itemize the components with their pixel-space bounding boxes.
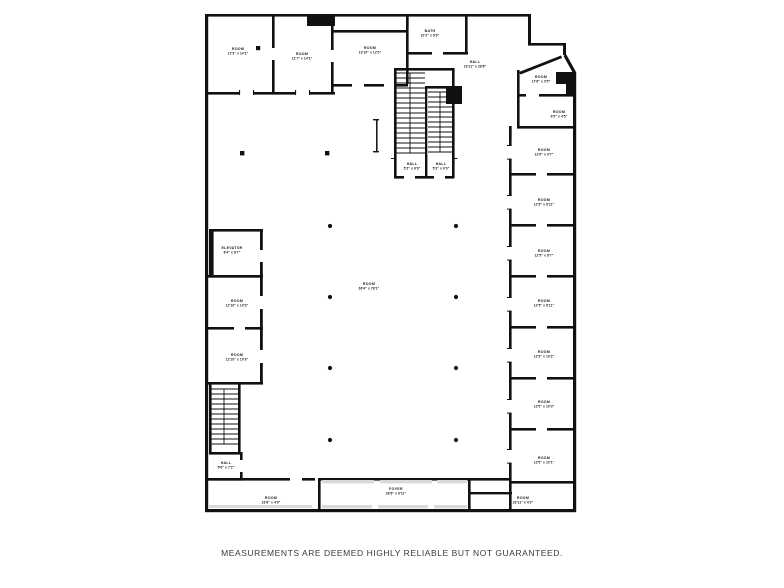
- structural-columns: [240, 151, 459, 443]
- room-label-dimensions: 12'5" x 8'11": [534, 203, 555, 207]
- room-label-dimensions: 12'5" x 10'2": [534, 355, 555, 359]
- room-label-dimensions: 23'11" x 28'8": [464, 65, 487, 69]
- room-label-dimensions: 13'10" x 12'0": [359, 51, 382, 55]
- room-label-dimensions: 10'2" x 8'6": [421, 34, 440, 38]
- room-label-dimensions: 28'6" x 6'11": [386, 492, 407, 496]
- room-label-name: FOYER: [389, 487, 403, 491]
- room-label-name: ROOM: [363, 282, 375, 286]
- room-label-name: ROOM: [538, 400, 550, 404]
- room-label-name: ROOM: [231, 353, 243, 357]
- room-label-name: ROOM: [296, 52, 308, 56]
- room-label-dimensions: 23'8" x 4'9": [262, 501, 281, 505]
- room-label-dimensions: 12'3" x 14'1": [228, 52, 249, 56]
- elevator-and-left-rooms: [205, 229, 264, 481]
- room-label-dimensions: 5'2" x 6'9": [404, 167, 421, 171]
- room-label-name: ROOM: [517, 496, 529, 500]
- room-label-dimensions: 12'10" x 10'3": [226, 304, 249, 308]
- room-label-name: ELEVATOR: [222, 246, 243, 250]
- room-label-name: ROOM: [538, 456, 550, 460]
- room-label-name: ROOM: [364, 46, 376, 50]
- room-label-dimensions: 8'4" x 8'7": [224, 251, 241, 255]
- top-room3-walls: [333, 16, 409, 88]
- building-outline: [205, 14, 577, 513]
- room-label-name: BATH: [425, 29, 436, 33]
- room-label-dimensions: 12'5" x 10'1": [534, 461, 555, 465]
- room-label-name: ROOM: [232, 47, 244, 51]
- room-label-name: HALL: [407, 162, 418, 166]
- room-label-name: ROOM: [538, 249, 550, 253]
- room-label-dimensions: 6'5" x 4'5": [551, 115, 568, 119]
- room-label-dimensions: 12'5" x 8'7": [535, 254, 554, 258]
- partition-rail: [373, 119, 379, 153]
- disclaimer-caption: MEASUREMENTS ARE DEEMED HIGHLY RELIABLE …: [221, 548, 563, 558]
- room-label-name: ROOM: [265, 496, 277, 500]
- room-label-name: ROOM: [538, 148, 550, 152]
- room-label-name: ROOM: [553, 110, 565, 114]
- angled-corner-room: [517, 55, 576, 98]
- room-label-name: HALL: [470, 60, 481, 64]
- room-label-dimensions: 66'4" x 78'1": [359, 287, 380, 291]
- room-label-name: ROOM: [538, 198, 550, 202]
- room-label-dimensions: 12'5" x 10'3": [534, 405, 555, 409]
- room-label-name: ROOM: [231, 299, 243, 303]
- stairwell-group: [391, 68, 462, 180]
- room-label-name: ROOM: [535, 75, 547, 79]
- room-label-dimensions: 11'7" x 14'1": [292, 57, 313, 61]
- room-label-dimensions: 12'5" x 8'11": [534, 304, 555, 308]
- room-label-name: ROOM: [538, 299, 550, 303]
- room-label-dimensions: 5'6" x 7'2": [218, 466, 235, 470]
- room-label-dimensions: 12'6" x 9'7": [535, 153, 554, 157]
- room-label-name: HALL: [221, 461, 232, 465]
- room-label-dimensions: 5'3" x 6'9": [433, 167, 450, 171]
- room-label-dimensions: 17'8" x 9'5": [532, 80, 551, 84]
- room-label-dimensions: 23'11" x 4'2": [513, 501, 534, 505]
- room-label-dimensions: 12'10" x 10'9": [226, 358, 249, 362]
- room-label-name: ROOM: [538, 350, 550, 354]
- right-room-stack: [507, 96, 576, 512]
- room-label-name: HALL: [436, 162, 447, 166]
- top-room-block: [205, 14, 335, 96]
- bottom-band: [205, 477, 512, 512]
